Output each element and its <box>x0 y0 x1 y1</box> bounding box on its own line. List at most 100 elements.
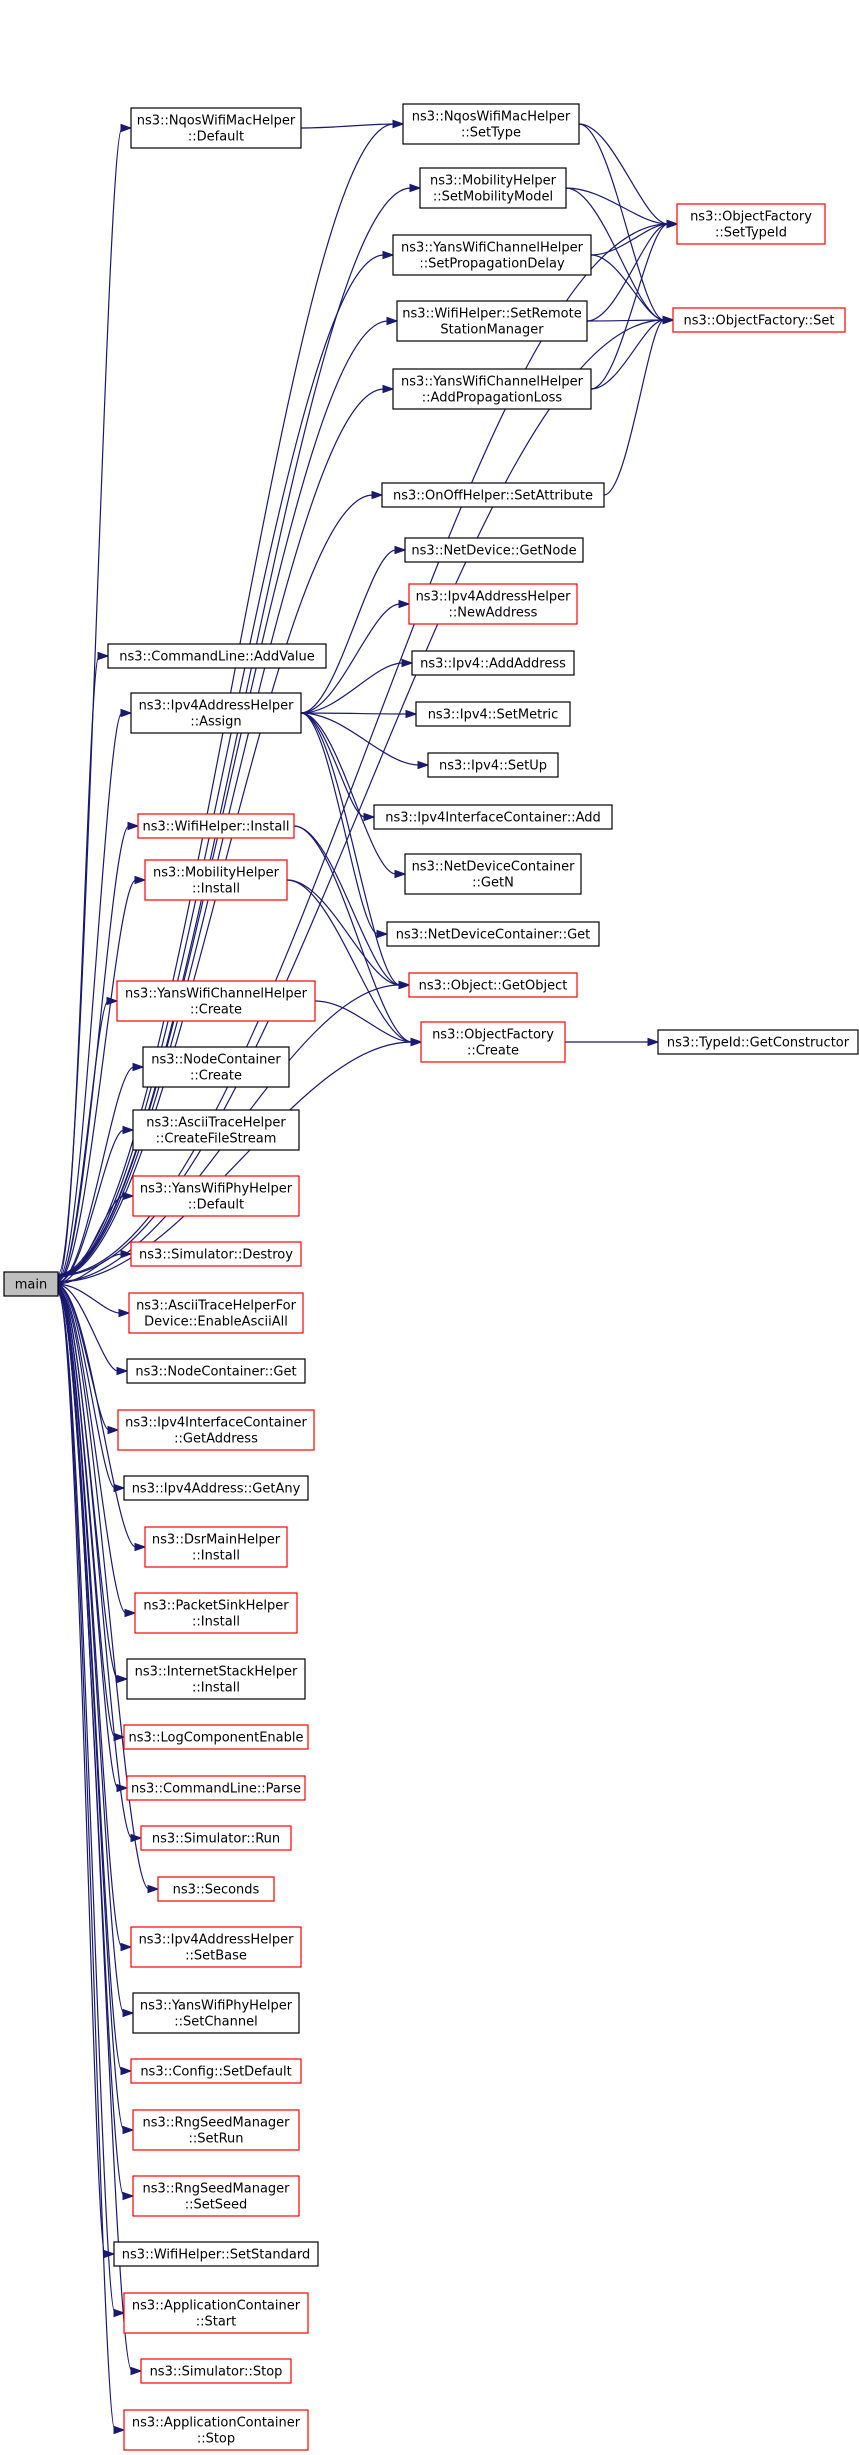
node-config-setdefault[interactable]: ns3::Config::SetDefault <box>130 2058 302 2084</box>
node-ipv4ic-add[interactable]: ns3::Ipv4InterfaceContainer::Add <box>373 804 613 830</box>
edge-ipv4ah_assign-to-ipv4_setup <box>300 712 430 770</box>
nodes: mainns3::NqosWifiMacHelper::Defaultns3::… <box>3 103 859 2451</box>
node-ipv4addr-getany[interactable]: ns3::Ipv4Address::GetAny <box>123 1475 309 1501</box>
node-box <box>408 972 578 998</box>
node-nc-create[interactable]: ns3::NodeContainer::Create <box>142 1046 290 1088</box>
node-sim-destroy[interactable]: ns3::Simulator::Destroy <box>130 1241 302 1267</box>
arrowhead <box>134 875 147 885</box>
node-label: ns3::MobilityHelper <box>153 866 280 881</box>
node-yans-create[interactable]: ns3::YansWifiChannelHelper::Create <box>116 980 316 1022</box>
node-ndc-get[interactable]: ns3::NetDeviceContainer::Get <box>386 921 600 947</box>
node-label: ns3::Ipv4AddressHelper <box>139 1933 295 1948</box>
node-obj-getobject[interactable]: ns3::Object::GetObject <box>408 972 578 998</box>
node-wifi-setstandard[interactable]: ns3::WifiHelper::SetStandard <box>113 2241 319 2267</box>
node-rng-setseed[interactable]: ns3::RngSeedManager::SetSeed <box>132 2175 300 2217</box>
edge-line <box>578 123 669 225</box>
node-box <box>130 107 302 149</box>
edge-line <box>57 1289 125 2014</box>
node-rng-setrun[interactable]: ns3::RngSeedManager::SetRun <box>132 2109 300 2151</box>
node-mob-install[interactable]: ns3::MobilityHelper::Install <box>144 859 288 901</box>
node-label: ns3::ObjectFactory::Set <box>683 314 834 329</box>
node-label: ::CreateFileStream <box>156 1132 277 1147</box>
node-box <box>132 1175 300 1217</box>
edge-line <box>57 1292 133 2372</box>
node-mob-setmodel[interactable]: ns3::MobilityHelper::SetMobilityModel <box>419 167 567 209</box>
arrowhead <box>647 1037 660 1047</box>
node-typeid-getctor[interactable]: ns3::TypeId::GetConstructor <box>657 1029 859 1055</box>
edge-wifi_install-to-obj_getobject <box>293 825 411 990</box>
node-label: StationManager <box>440 323 544 338</box>
node-sim-stop[interactable]: ns3::Simulator::Stop <box>140 2358 292 2384</box>
node-ipv4ah-setbase[interactable]: ns3::Ipv4AddressHelper::SetBase <box>130 1926 302 1968</box>
node-of-set[interactable]: ns3::ObjectFactory::Set <box>672 307 846 333</box>
node-ipv4ah-newaddr[interactable]: ns3::Ipv4AddressHelper::NewAddress <box>408 583 578 625</box>
edge-line <box>57 1289 123 2072</box>
edge-ipv4ah_assign-to-ipv4_addaddr <box>300 658 414 714</box>
node-appc-stop[interactable]: ns3::ApplicationContainer::Stop <box>123 2409 309 2451</box>
node-nc-get[interactable]: ns3::NodeContainer::Get <box>126 1358 306 1384</box>
node-label: ::Assign <box>190 715 241 730</box>
node-label: ::SetType <box>461 126 521 141</box>
node-label: ::Create <box>190 1069 242 1084</box>
edge-ipv4ah_assign-to-ndc_get <box>300 712 389 939</box>
edge-main-to-yansphy_default <box>57 1191 135 1284</box>
edge-line <box>300 123 395 129</box>
node-yans-setdelay[interactable]: ns3::YansWifiChannelHelper::SetPropagati… <box>392 234 592 276</box>
node-yans-addloss[interactable]: ns3::YansWifiChannelHelper::AddPropagati… <box>392 368 592 410</box>
node-ipv4-addaddr[interactable]: ns3::Ipv4::AddAddress <box>411 650 575 676</box>
edge-main-to-mob_install <box>57 875 147 1282</box>
node-nqos-settype[interactable]: ns3::NqosWifiMacHelper::SetType <box>402 103 580 145</box>
node-label: ns3::NodeContainer <box>151 1053 281 1068</box>
node-ipv4ah-assign[interactable]: ns3::Ipv4AddressHelper::Assign <box>130 692 302 734</box>
edge-main-to-yans_create <box>57 996 119 1283</box>
node-log-enable[interactable]: ns3::LogComponentEnable <box>123 1724 309 1750</box>
arrowhead <box>132 1062 145 1072</box>
node-sim-run[interactable]: ns3::Simulator::Run <box>140 1825 292 1851</box>
node-label: ::SetRun <box>188 2132 243 2147</box>
node-seconds[interactable]: ns3::Seconds <box>157 1876 275 1902</box>
edge-line <box>57 1285 137 1548</box>
node-appc-start[interactable]: ns3::ApplicationContainer::Start <box>123 2292 309 2334</box>
node-cmd-addvalue[interactable]: ns3::CommandLine::AddValue <box>107 643 327 669</box>
node-box <box>404 537 584 563</box>
node-athfd-enable[interactable]: ns3::AsciiTraceHelperForDevice::EnableAs… <box>128 1292 304 1334</box>
node-nqos-default[interactable]: ns3::NqosWifiMacHelper::Default <box>130 107 302 149</box>
node-ipv4-setmetric[interactable]: ns3::Ipv4::SetMetric <box>415 701 571 727</box>
node-wifi-install[interactable]: ns3::WifiHelper::Install <box>137 813 295 839</box>
node-yansphy-setchannel[interactable]: ns3::YansWifiPhyHelper::SetChannel <box>132 1992 300 2034</box>
node-sink-install[interactable]: ns3::PacketSinkHelper::Install <box>134 1592 298 1634</box>
node-of-settypeid[interactable]: ns3::ObjectFactory::SetTypeId <box>676 203 826 245</box>
node-box <box>130 692 302 734</box>
node-of-create[interactable]: ns3::ObjectFactory::Create <box>420 1021 566 1063</box>
node-inet-install[interactable]: ns3::InternetStackHelper::Install <box>126 1658 306 1700</box>
edge-mob_install-to-obj_getobject <box>286 879 411 990</box>
node-dsr-install[interactable]: ns3::DsrMainHelper::Install <box>144 1526 288 1568</box>
node-label: ::GetAddress <box>174 1432 258 1447</box>
edge-line <box>57 879 137 1282</box>
node-ath-createfs[interactable]: ns3::AsciiTraceHelper::CreateFileStream <box>132 1109 300 1151</box>
edge-line <box>300 662 404 714</box>
arrowhead <box>130 2366 143 2376</box>
edge-main-to-nc_get <box>57 1284 129 1376</box>
arrowhead <box>124 1608 137 1618</box>
node-ipv4ic-getaddr[interactable]: ns3::Ipv4InterfaceContainer::GetAddress <box>117 1409 315 1451</box>
node-ipv4-setup[interactable]: ns3::Ipv4::SetUp <box>427 752 559 778</box>
edge-line <box>300 712 408 715</box>
node-nd-getnode[interactable]: ns3::NetDevice::GetNode <box>404 537 584 563</box>
node-yansphy-default[interactable]: ns3::YansWifiPhyHelper::Default <box>132 1175 300 1217</box>
edge-line <box>590 319 665 390</box>
node-ndc-getn[interactable]: ns3::NetDeviceContainer::GetN <box>404 853 582 895</box>
node-box <box>672 307 846 333</box>
edge-line <box>293 825 401 986</box>
edge-line <box>57 712 123 1280</box>
node-label: ns3::CommandLine::AddValue <box>119 650 315 665</box>
node-label: ns3::ApplicationContainer <box>132 2299 301 2314</box>
node-box <box>132 1992 300 2034</box>
edge-line <box>57 1195 125 1284</box>
node-onoff-setattr[interactable]: ns3::OnOffHelper::SetAttribute <box>381 482 605 508</box>
edge-main-to-ipv4ah_assign <box>57 708 133 1280</box>
node-cmd-parse[interactable]: ns3::CommandLine::Parse <box>126 1775 306 1801</box>
node-box <box>126 1658 306 1700</box>
node-label: ns3::Simulator::Stop <box>150 2365 283 2380</box>
